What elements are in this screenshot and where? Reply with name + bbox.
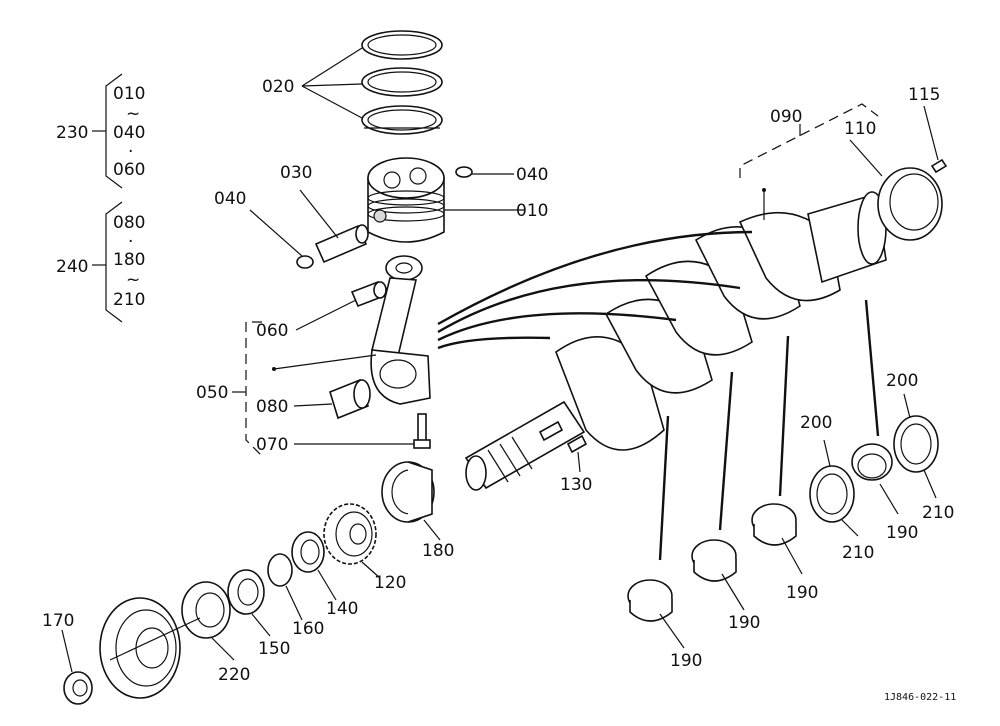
piston-pin — [314, 224, 369, 264]
connecting-rod-bolt — [413, 413, 431, 449]
group-240-item: 080 — [113, 213, 145, 233]
group-230-item: 060 — [113, 160, 145, 180]
main-bearing-front — [381, 461, 435, 523]
crankshaft-pulley — [99, 597, 201, 699]
label-220: 220 — [218, 665, 250, 685]
label-190-4: 190 — [886, 523, 918, 543]
label-070: 070 — [256, 435, 288, 455]
figure-code: 1J846-022-11 — [884, 692, 956, 703]
label-040-right: 040 — [516, 165, 548, 185]
label-190-2: 190 — [728, 613, 760, 633]
oil-slinger — [227, 569, 265, 615]
label-120: 120 — [374, 573, 406, 593]
small-end-bushing — [350, 280, 387, 308]
connecting-rod — [370, 255, 431, 405]
label-090: 090 — [770, 107, 802, 127]
crankpin-bearing — [329, 378, 371, 420]
group-240-dot-mark: · — [128, 232, 133, 252]
label-140: 140 — [326, 599, 358, 619]
crankshaft-key — [566, 434, 588, 454]
crankshaft-sleeve — [877, 167, 943, 241]
main-bearing-3 — [751, 503, 797, 546]
circlip-left — [296, 255, 314, 269]
label-030: 030 — [280, 163, 312, 183]
main-bearing-2 — [691, 539, 737, 582]
circlip-right — [455, 166, 473, 178]
label-010: 010 — [516, 201, 548, 221]
label-170: 170 — [42, 611, 74, 631]
group-240-range-mark: ~ — [126, 270, 140, 290]
group-240-item: 180 — [113, 250, 145, 270]
label-200-2: 200 — [886, 371, 918, 391]
group-240-bracket: 240 080 · 180 ~ 210 — [56, 201, 145, 323]
o-ring — [267, 553, 293, 587]
label-210-2: 210 — [922, 503, 954, 523]
label-150: 150 — [258, 639, 290, 659]
group-240-label: 240 — [56, 257, 88, 277]
oil-seal — [181, 581, 231, 639]
label-210-1: 210 — [842, 543, 874, 563]
collar — [291, 531, 325, 573]
assembly-arrows — [437, 230, 880, 561]
label-160: 160 — [292, 619, 324, 639]
main-bearing-1 — [627, 579, 673, 622]
label-050: 050 — [196, 383, 228, 403]
label-110: 110 — [844, 119, 876, 139]
label-190-3: 190 — [786, 583, 818, 603]
crank-gear — [323, 503, 377, 565]
label-180: 180 — [422, 541, 454, 561]
thrust-washer-2 — [893, 415, 939, 473]
piston — [367, 157, 445, 243]
pulley-nut — [63, 671, 93, 705]
label-080: 080 — [256, 397, 288, 417]
label-200-1: 200 — [800, 413, 832, 433]
piston-rings — [361, 30, 443, 135]
group-230-item: 040 — [113, 123, 145, 143]
group-230-range-mark: ~ — [126, 104, 140, 124]
crankshaft-pin — [930, 158, 948, 174]
label-040-left: 040 — [214, 189, 246, 209]
group-230-item: 010 — [113, 84, 145, 104]
group-240-item: 210 — [113, 290, 145, 310]
group-230-label: 230 — [56, 123, 88, 143]
main-bearing-4 — [851, 443, 893, 481]
group-230-dot-mark: · — [128, 142, 133, 162]
label-060: 060 — [256, 321, 288, 341]
connecting-rod-assy-bracket — [245, 321, 263, 457]
crankshaft-assy-bracket — [739, 103, 879, 178]
label-020: 020 — [262, 77, 294, 97]
label-130: 130 — [560, 475, 592, 495]
label-115: 115 — [908, 85, 940, 105]
group-230-bracket: 230 010 ~ 040 · 060 — [56, 73, 145, 189]
thrust-washer-1 — [809, 465, 855, 523]
label-190-1: 190 — [670, 651, 702, 671]
